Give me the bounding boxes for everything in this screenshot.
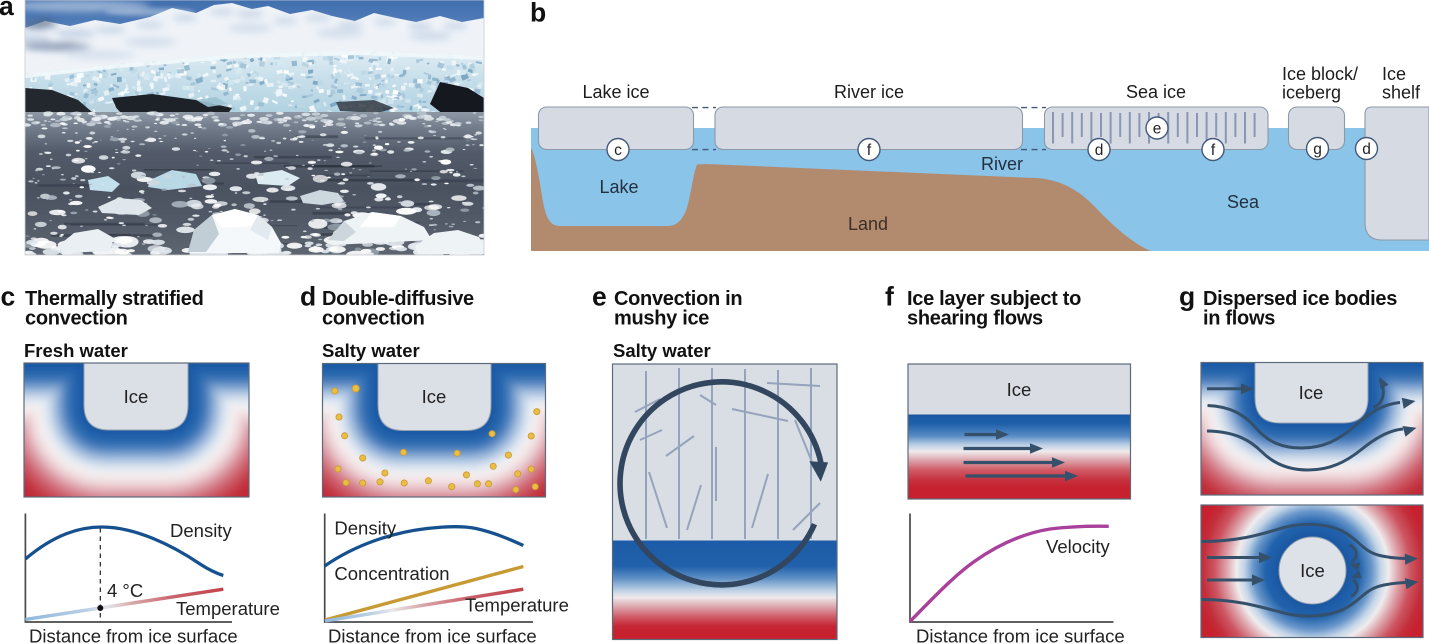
svg-text:Ice layer subject to: Ice layer subject to (907, 288, 1081, 310)
svg-text:d: d (300, 282, 316, 312)
svg-text:shearing flows: shearing flows (907, 308, 1043, 330)
svg-text:Temperature: Temperature (176, 598, 280, 619)
svg-text:Ice: Ice (1007, 379, 1032, 400)
svg-text:Sea ice: Sea ice (1126, 82, 1186, 102)
svg-text:convection: convection (25, 308, 128, 330)
svg-text:a: a (0, 0, 14, 21)
svg-text:Lake: Lake (599, 177, 638, 197)
svg-text:Ice block/: Ice block/ (1282, 64, 1358, 84)
svg-text:Ice: Ice (124, 386, 149, 407)
svg-text:d: d (1362, 141, 1371, 158)
svg-text:Distance from ice surface: Distance from ice surface (29, 626, 238, 644)
svg-text:f: f (1211, 142, 1216, 159)
svg-text:c: c (1, 282, 16, 312)
svg-text:Ice: Ice (1382, 64, 1406, 84)
svg-text:Thermally stratified: Thermally stratified (25, 288, 204, 310)
svg-text:Land: Land (848, 214, 888, 234)
svg-text:Distance from ice surface: Distance from ice surface (328, 626, 537, 644)
svg-text:f: f (867, 142, 872, 159)
svg-text:Convection in: Convection in (614, 288, 742, 310)
svg-text:in flows: in flows (1203, 308, 1275, 330)
svg-text:Lake ice: Lake ice (582, 82, 649, 102)
svg-text:Fresh water: Fresh water (24, 340, 128, 361)
svg-text:Density: Density (170, 520, 232, 541)
svg-text:g: g (1179, 282, 1195, 312)
svg-text:Ice: Ice (1299, 382, 1324, 403)
svg-text:Sea: Sea (1227, 192, 1260, 212)
svg-text:f: f (885, 282, 894, 312)
svg-text:Velocity: Velocity (1046, 536, 1111, 557)
svg-text:Ice: Ice (1300, 560, 1325, 581)
svg-text:River ice: River ice (834, 82, 904, 102)
svg-text:mushy ice: mushy ice (614, 308, 709, 330)
svg-text:Density: Density (334, 518, 396, 539)
svg-text:iceberg: iceberg (1282, 83, 1341, 103)
svg-text:convection: convection (322, 308, 425, 330)
svg-text:Distance from ice surface: Distance from ice surface (916, 626, 1125, 644)
svg-text:d: d (1095, 142, 1104, 159)
svg-text:Concentration: Concentration (334, 563, 449, 584)
svg-text:River: River (981, 154, 1023, 174)
svg-text:b: b (530, 0, 546, 28)
svg-text:4 °C: 4 °C (107, 580, 143, 601)
svg-text:Salty water: Salty water (322, 340, 420, 361)
svg-text:Double-diffusive: Double-diffusive (322, 288, 474, 310)
svg-text:Ice: Ice (422, 386, 447, 407)
svg-text:g: g (1313, 141, 1322, 158)
svg-text:shelf: shelf (1382, 83, 1421, 103)
svg-text:c: c (614, 142, 622, 159)
svg-text:Temperature: Temperature (465, 595, 569, 616)
svg-text:Salty water: Salty water (613, 340, 711, 361)
svg-text:e: e (592, 282, 607, 312)
svg-text:e: e (1153, 121, 1162, 138)
svg-text:Dispersed ice bodies: Dispersed ice bodies (1203, 288, 1397, 310)
